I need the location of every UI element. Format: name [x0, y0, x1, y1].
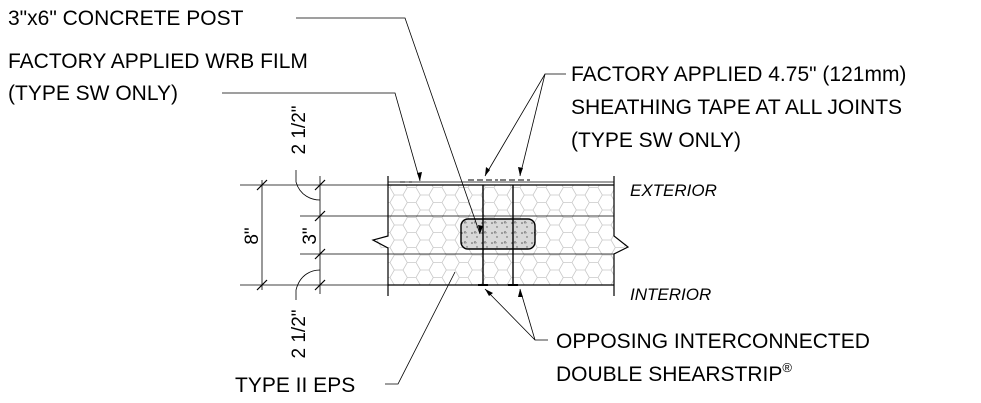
registered-mark: ®: [782, 360, 792, 375]
dim-top: 2 1/2": [289, 105, 310, 154]
sheathing-tape-marks: [400, 179, 530, 183]
label-tape-line3: (TYPE SW ONLY): [571, 129, 741, 152]
concrete-post: [460, 218, 536, 250]
label-wrb-line2: (TYPE SW ONLY): [8, 82, 178, 105]
leader-lines: [222, 17, 566, 385]
left-break-line: [371, 176, 389, 296]
label-interior: INTERIOR: [630, 285, 711, 304]
dim-bottom: 2 1/2": [289, 309, 310, 358]
label-wrb-line1: FACTORY APPLIED WRB FILM: [8, 50, 308, 73]
label-concrete-post: 3"x6" CONCRETE POST: [8, 7, 244, 30]
label-shearstrip-line2: DOUBLE SHEARSTRIP®: [556, 360, 792, 386]
label-tape-line2: SHEATHING TAPE AT ALL JOINTS: [571, 96, 902, 119]
label-shearstrip-line1: OPPOSING INTERCONNECTED: [556, 330, 870, 353]
label-tape-line1: FACTORY APPLIED 4.75" (121mm): [571, 63, 906, 86]
shearstrip-pair: [478, 185, 518, 286]
label-exterior: EXTERIOR: [630, 181, 717, 200]
dimension-lines: [240, 170, 388, 300]
label-eps: TYPE II EPS: [235, 374, 355, 397]
dim-overall: 8": [242, 227, 263, 244]
dim-middle: 3": [300, 227, 321, 244]
right-break-line: [613, 176, 630, 296]
